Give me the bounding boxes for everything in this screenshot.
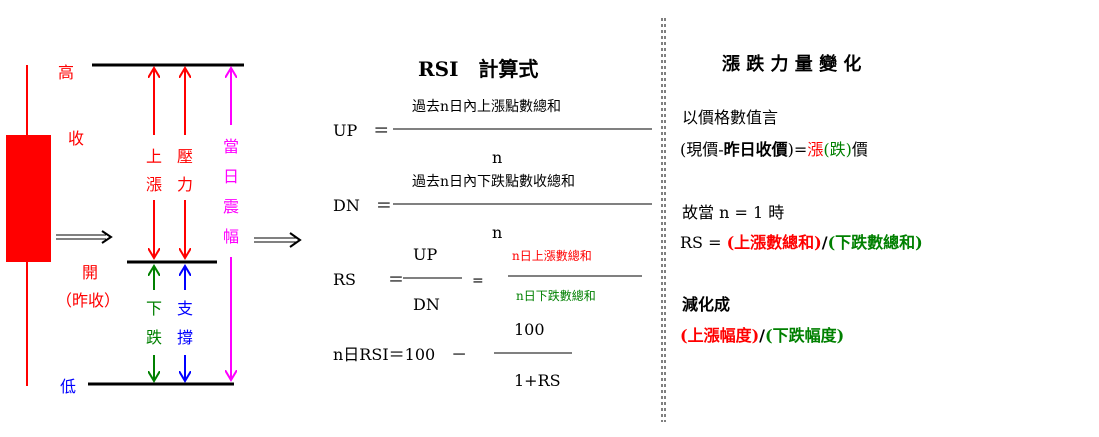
label-fall-2: 跌 [146, 328, 162, 347]
change-line-2: (現價-昨日收價)=漲(跌)價 [680, 140, 868, 159]
change-title: 漲 跌 力 量 變 化 [722, 53, 861, 75]
dn-numerator: 過去n日內下跌點數收總和 [412, 173, 575, 190]
label-pressure-1: 壓 [177, 147, 193, 166]
double-arrow-icon [254, 232, 302, 248]
rs-dn: DN [413, 295, 440, 314]
label-close: 收 [68, 129, 84, 148]
change-line-1: 以價格數值言 [682, 108, 778, 127]
candlestick [6, 65, 51, 386]
label-high: 高 [58, 63, 74, 82]
candle-body [6, 135, 51, 262]
label-support-2: 撐 [177, 328, 193, 347]
dn-label: DN ＝ [333, 196, 392, 215]
rsi-label: n日RSI＝100 － [333, 345, 467, 364]
label-range-1: 當 [223, 137, 239, 156]
label-support-1: 支 [177, 299, 193, 318]
label-range-3: 震 [223, 197, 239, 216]
rsi-numerator: 100 [514, 320, 545, 339]
rs-label: RS ＝ [333, 270, 404, 289]
label-rise-1: 上 [146, 147, 162, 166]
rs-up: UP [413, 245, 437, 264]
up-denominator: n [492, 148, 502, 167]
label-fall-1: 下 [146, 299, 162, 318]
formula-title: RSI 計算式 [418, 57, 538, 81]
label-range-4: 幅 [223, 227, 239, 246]
up-label: UP ＝ [333, 121, 389, 140]
label-rise-2: 漲 [146, 175, 162, 194]
change-line-6: (上漲幅度)/(下跌幅度) [680, 326, 844, 345]
label-range-2: 日 [223, 167, 239, 186]
change-line-3: 故當 n = 1 時 [682, 203, 784, 222]
label-open: 開 [82, 263, 98, 282]
rs-equals: = [472, 273, 484, 289]
label-prev-close: （昨收） [56, 291, 120, 310]
dn-denominator: n [492, 223, 502, 242]
label-pressure-2: 力 [177, 175, 193, 194]
rs-down-total: n日下跌數總和 [516, 288, 596, 303]
rsi-denominator: 1+RS [514, 371, 561, 390]
change-line-4: RS = (上漲數總和)/(下跌數總和) [680, 233, 923, 252]
label-low: 低 [60, 377, 76, 396]
rs-up-total: n日上漲數總和 [512, 248, 592, 263]
double-arrow-icon [56, 230, 113, 244]
up-numerator: 過去n日內上漲點數總和 [412, 98, 561, 115]
change-line-5: 減化成 [682, 295, 730, 314]
